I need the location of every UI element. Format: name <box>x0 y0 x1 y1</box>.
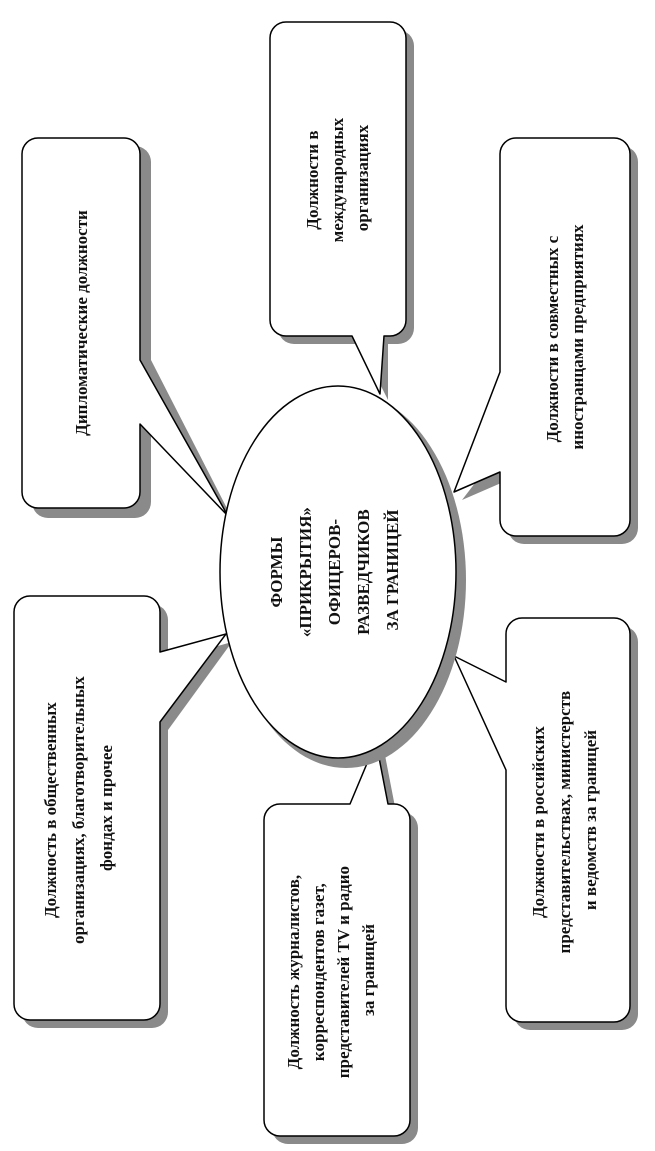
callout-international: Должности в международных организациях <box>269 21 414 400</box>
center-line-3: ОФИЦЕРОВ- <box>325 519 344 626</box>
callout-joint-shape <box>453 137 631 537</box>
callout-diplomatic-shape <box>21 137 229 517</box>
callout-public-text: Должность в общественных организациях, б… <box>41 672 116 944</box>
callout-joint-text: Должности в совместных с иностранцами пр… <box>543 224 587 450</box>
callout-joint-line-1: Должности в совместных с <box>543 235 562 442</box>
callout-joint-line-2: иностранцами предприятиях <box>568 224 587 450</box>
callout-journalists-text: Должность журналистов, корреспондентов г… <box>284 862 378 1078</box>
callout-diplomatic-text: Дипломатические должности <box>72 210 91 436</box>
center-line-5: ЗА ГРАНИЦЕЙ <box>383 509 402 630</box>
callout-international-line-3: организациях <box>353 124 372 231</box>
callout-russian-line-2: представительствах, министерств <box>555 691 574 954</box>
center-line-4: РАЗВЕДЧИКОВ <box>354 509 373 635</box>
callout-public-line-1: Должность в общественных <box>41 702 60 918</box>
callout-journalists-shape <box>263 741 411 1137</box>
callout-public-line-3: фондах и прочее <box>97 745 116 871</box>
center-node: ФОРМЫ «ПРИКРЫТИЯ» ОФИЦЕРОВ- РАЗВЕДЧИКОВ … <box>219 385 466 768</box>
callout-diplomatic-pointer-shadow <box>151 360 235 524</box>
callout-russian-line-1: Должности в российских <box>529 726 548 918</box>
callout-international-shape <box>269 21 407 395</box>
callout-journalists-line-2: корреспондентов газет, <box>309 883 328 1061</box>
center-line-1: ФОРМЫ <box>267 536 286 607</box>
callout-journalists-line-1: Должность журналистов, <box>284 875 303 1070</box>
center-line-2: «ПРИКРЫТИЯ» <box>296 507 315 637</box>
callout-diplomatic-line-1: Дипломатические должности <box>72 210 91 436</box>
callout-diplomatic: Дипломатические должности <box>21 137 235 524</box>
callout-russian-text: Должности в российских представительства… <box>529 687 600 954</box>
callout-international-line-1: Должности в <box>303 130 322 229</box>
callout-journalists: Должность журналистов, корреспондентов г… <box>263 741 418 1144</box>
callout-journalists-line-3: представителей TV и радио <box>334 866 353 1078</box>
callout-public: Должность в общественных организациях, б… <box>13 595 232 1028</box>
callout-public-shape <box>13 595 227 1021</box>
callout-public-line-2: организациях, благотворительных <box>69 676 88 944</box>
callout-russian-line-3: и ведомств за границей <box>581 730 600 910</box>
callout-journalists-line-4: за границей <box>359 924 378 1016</box>
center-node-shape <box>219 385 457 759</box>
center-node-text: ФОРМЫ «ПРИКРЫТИЯ» ОФИЦЕРОВ- РАЗВЕДЧИКОВ … <box>267 503 402 637</box>
callout-joint: Должности в совместных с иностранцами пр… <box>453 137 638 544</box>
callout-international-line-2: международных <box>328 117 347 242</box>
callout-russian-shape <box>453 617 631 1023</box>
callout-russian: Должности в российских представительства… <box>453 617 638 1030</box>
callout-international-text: Должности в международных организациях <box>303 114 372 243</box>
